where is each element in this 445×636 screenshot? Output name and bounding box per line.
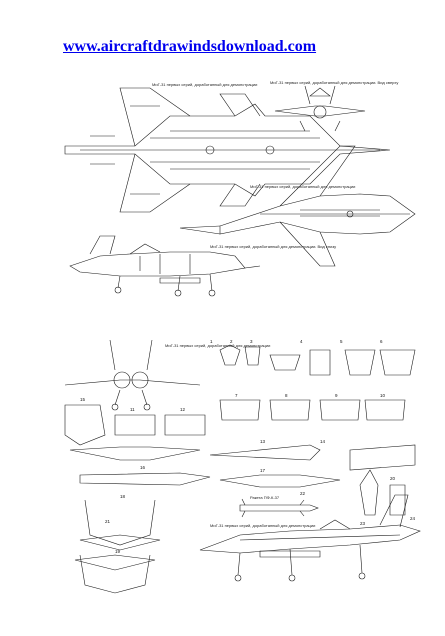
- detail-number: 10: [380, 393, 386, 398]
- side-view-detail: [199, 494, 421, 582]
- detail-number: 14: [320, 439, 326, 444]
- detail-number: 15: [80, 397, 86, 402]
- detail-number: 19: [115, 549, 121, 554]
- front-view: [274, 85, 366, 132]
- component-numbers: 1 2 3 4 5 6 7 8 9 10 11 12 13 14 15 16 1…: [80, 339, 416, 554]
- detail-number: 24: [410, 516, 416, 521]
- detail-number: 5: [340, 339, 343, 344]
- detail-number: 7: [235, 393, 238, 398]
- detail-number: 20: [390, 476, 396, 481]
- caption-top-4: МиГ-31 первых серий, доработанный для де…: [210, 244, 336, 249]
- detail-number: 16: [140, 465, 146, 470]
- caption-top-3: МиГ-31 первых серий, доработанный для де…: [250, 184, 355, 189]
- detail-number: 9: [335, 393, 338, 398]
- site-link[interactable]: www.aircraftdrawindsdownload.com: [63, 38, 317, 55]
- detail-number: 13: [260, 439, 266, 444]
- side-view: [69, 235, 261, 297]
- caption-bottom-1: МиГ-31 первых серий, доработанный для де…: [165, 343, 270, 348]
- plan-view-lower: [179, 145, 416, 267]
- panel-details: [64, 399, 406, 446]
- detail-number: 4: [300, 339, 303, 344]
- aircraft-drawing-bottom: 1 2 3 4 5 6 7 8 9 10 11 12 13 14 15 16 1…: [60, 335, 425, 597]
- detail-number: 8: [285, 393, 288, 398]
- detail-number: 1: [210, 339, 213, 344]
- small-details-row: [219, 344, 416, 376]
- detail-number: 23: [360, 521, 366, 526]
- detail-number: 22: [300, 491, 306, 496]
- detail-number: 12: [180, 407, 186, 412]
- plan-view-upper: [64, 87, 391, 213]
- missile-label: Ракета ПФ-К-37: [250, 495, 280, 500]
- aircraft-drawing-bottom-svg: 1 2 3 4 5 6 7 8 9 10 11 12 13 14 15 16 1…: [64, 339, 421, 594]
- wing-views: [69, 444, 416, 488]
- detail-number: 3: [250, 339, 253, 344]
- caption-bottom-2: МиГ-31 первых серий, доработанный для де…: [210, 523, 315, 528]
- detail-number: 6: [380, 339, 383, 344]
- detail-number: 11: [130, 407, 135, 412]
- tail-detail: [359, 469, 406, 516]
- caption-top-2: МиГ-31 первых серий, доработанный для де…: [270, 80, 398, 85]
- detail-number: 2: [230, 339, 233, 344]
- detail-number: 21: [105, 519, 111, 524]
- missile-drawing: [239, 498, 319, 518]
- canopy-views: [74, 499, 161, 594]
- detail-number: 17: [260, 468, 266, 473]
- detail-number: 18: [120, 494, 126, 499]
- aircraft-drawing-top: МиГ-31 первых серий, доработанный для де…: [60, 76, 425, 306]
- aircraft-drawing-top-svg: МиГ-31 первых серий, доработанный для де…: [64, 80, 416, 297]
- front-view-detail: [64, 339, 201, 411]
- caption-top-1: МиГ-31 первых серий, доработанный для де…: [152, 82, 257, 87]
